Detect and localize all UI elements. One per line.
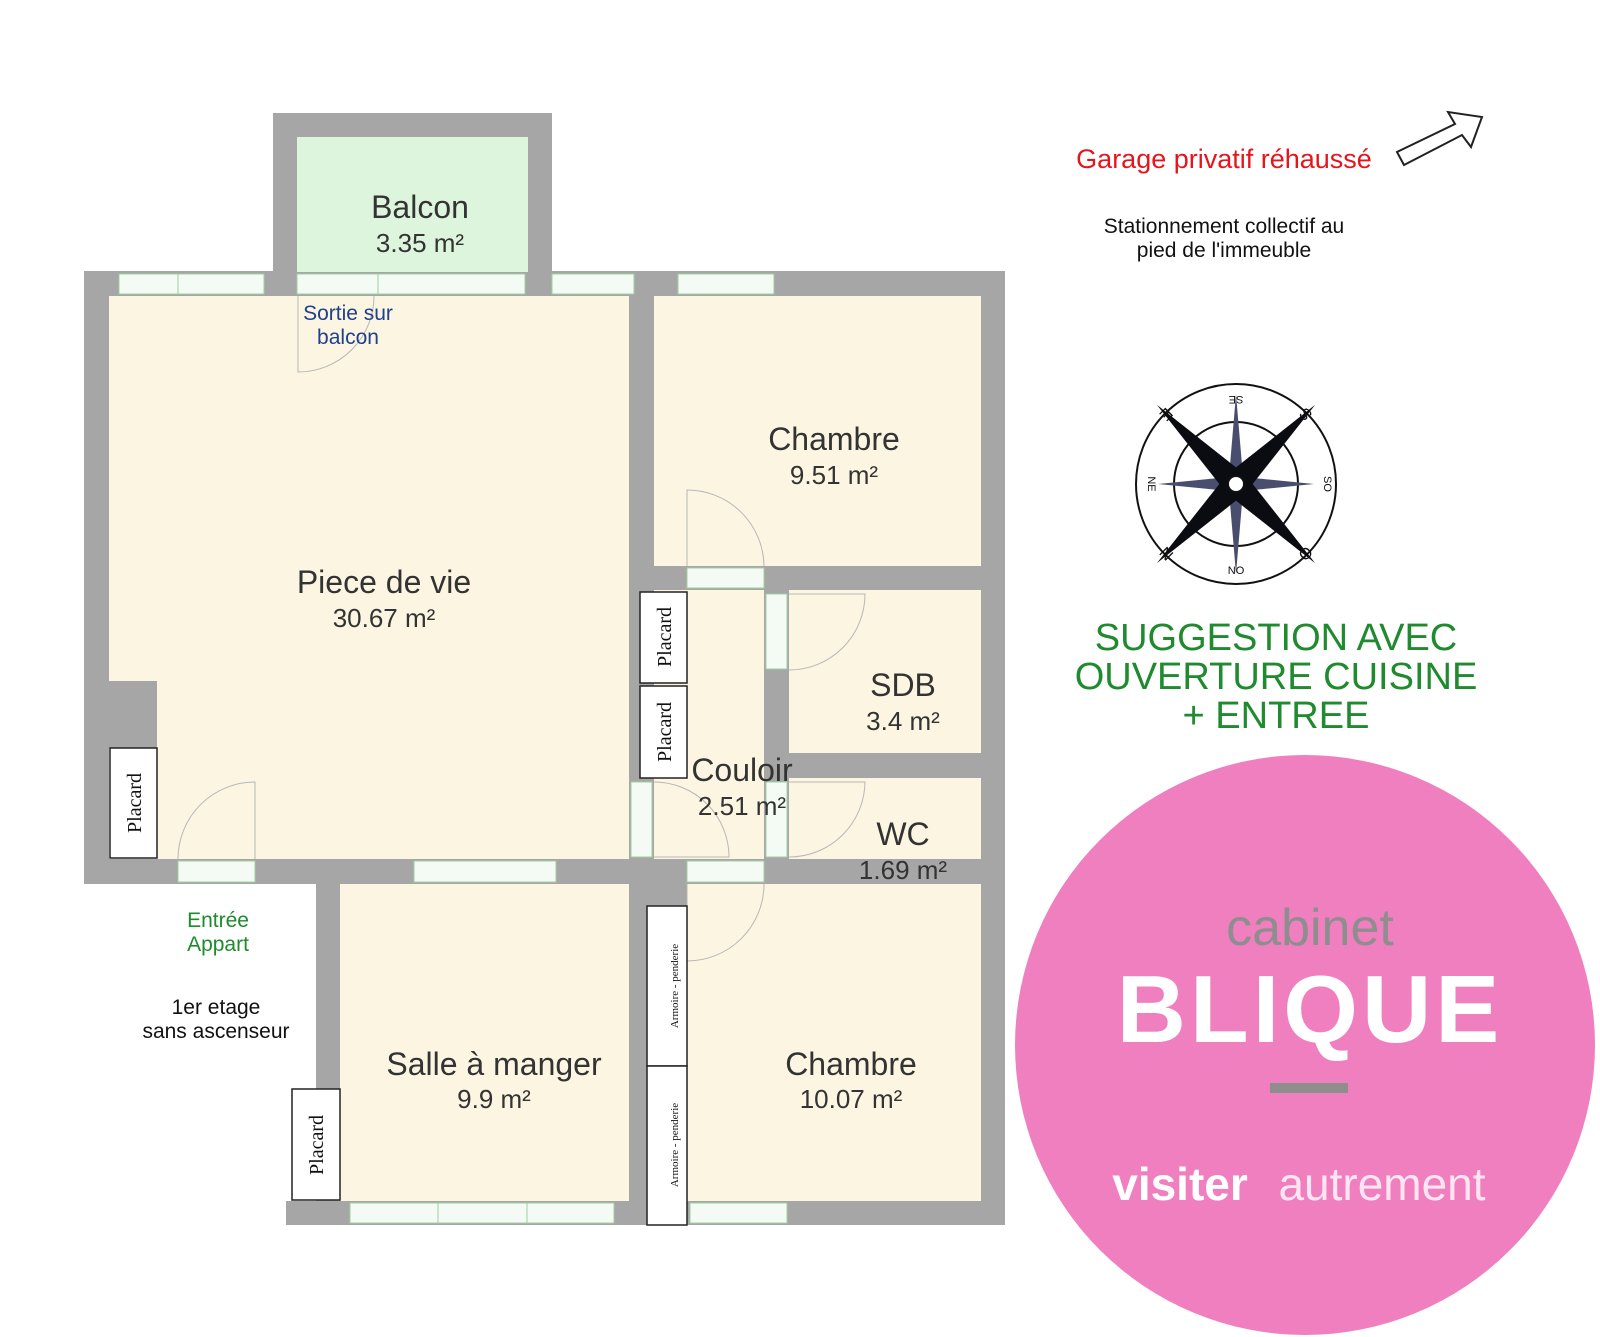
room-balcon: [297, 137, 528, 272]
compass-label: SE: [1229, 393, 1244, 405]
door-arcs: [177, 295, 866, 962]
logo-top: cabinet: [1226, 899, 1394, 957]
room-name: Couloir: [691, 752, 793, 788]
compass-label: NE: [1145, 476, 1157, 491]
placard-couloir-2: [639, 685, 688, 779]
placard-couloir-1: [639, 591, 688, 684]
placard-label: Placard: [654, 702, 676, 762]
etage-label: 1er etage: [172, 996, 261, 1019]
room-area: 2.51 m²: [698, 791, 786, 821]
placard-label: Placard: [124, 773, 146, 833]
room-wc: [789, 778, 981, 859]
cabinet-blique-logo: cabinet BLIQUE visiter autrement: [1015, 755, 1595, 1335]
arrow-icon: [1395, 110, 1484, 167]
room-name: WC: [876, 816, 929, 852]
room-salle-a-manger: [340, 884, 629, 1201]
stationnement-label: pied de l'immeuble: [1137, 239, 1311, 262]
compass-icon: E SE S SO O NO N NE: [1135, 383, 1337, 585]
room-name: Chambre: [768, 421, 900, 457]
suggestion-title: + ENTREE: [1183, 695, 1370, 737]
room-sdb: [789, 590, 981, 753]
room-name: SDB: [870, 667, 936, 703]
room-chambre-1: [654, 296, 981, 566]
entree-label: Appart: [187, 933, 249, 956]
room-area: 9.9 m²: [457, 1084, 531, 1114]
room-name: Chambre: [785, 1046, 917, 1082]
placard-label: Placard: [306, 1115, 328, 1175]
compass-label: SO: [1321, 476, 1333, 492]
garage-label: Garage privatif réhaussé: [1076, 144, 1372, 174]
room-area: 3.35 m²: [376, 228, 464, 258]
room-name: Balcon: [371, 189, 469, 225]
logo-tag-bold: visiter: [1112, 1158, 1248, 1210]
stationnement-label: Stationnement collectif au: [1104, 215, 1344, 238]
compass-label: NO: [1228, 565, 1245, 577]
room-chambre-2: [687, 884, 981, 1201]
logo-tag-light: autrement: [1278, 1158, 1485, 1210]
etage-label: sans ascenseur: [142, 1020, 289, 1043]
room-piece-de-vie: [109, 296, 629, 859]
suggestion-title: OUVERTURE CUISINE: [1075, 656, 1478, 698]
armoire-1: [646, 905, 688, 1067]
room-area: 1.69 m²: [859, 855, 947, 885]
entree-label: Entrée: [187, 909, 249, 932]
armoire-label: Armoire - penderie: [669, 944, 681, 1028]
room-area: 30.67 m²: [333, 603, 436, 633]
suggestion-title: SUGGESTION AVEC: [1095, 617, 1457, 659]
placard-label: Placard: [654, 607, 676, 667]
room-area: 3.4 m²: [866, 706, 940, 736]
armoire-label: Armoire - penderie: [669, 1103, 681, 1187]
room-area: 10.07 m²: [800, 1084, 903, 1114]
placard-salle: [291, 1088, 341, 1201]
sortie-balcon-label: Sortie sur: [303, 302, 393, 325]
room-name: Salle à manger: [386, 1046, 602, 1082]
armoire-2: [646, 1065, 688, 1226]
windows: [118, 273, 788, 1224]
room-name: Piece de vie: [297, 564, 471, 600]
room-area: 9.51 m²: [790, 460, 878, 490]
placard-entree: [109, 747, 158, 859]
sortie-balcon-label: balcon: [317, 326, 379, 349]
logo-main: BLIQUE: [1117, 956, 1504, 1063]
